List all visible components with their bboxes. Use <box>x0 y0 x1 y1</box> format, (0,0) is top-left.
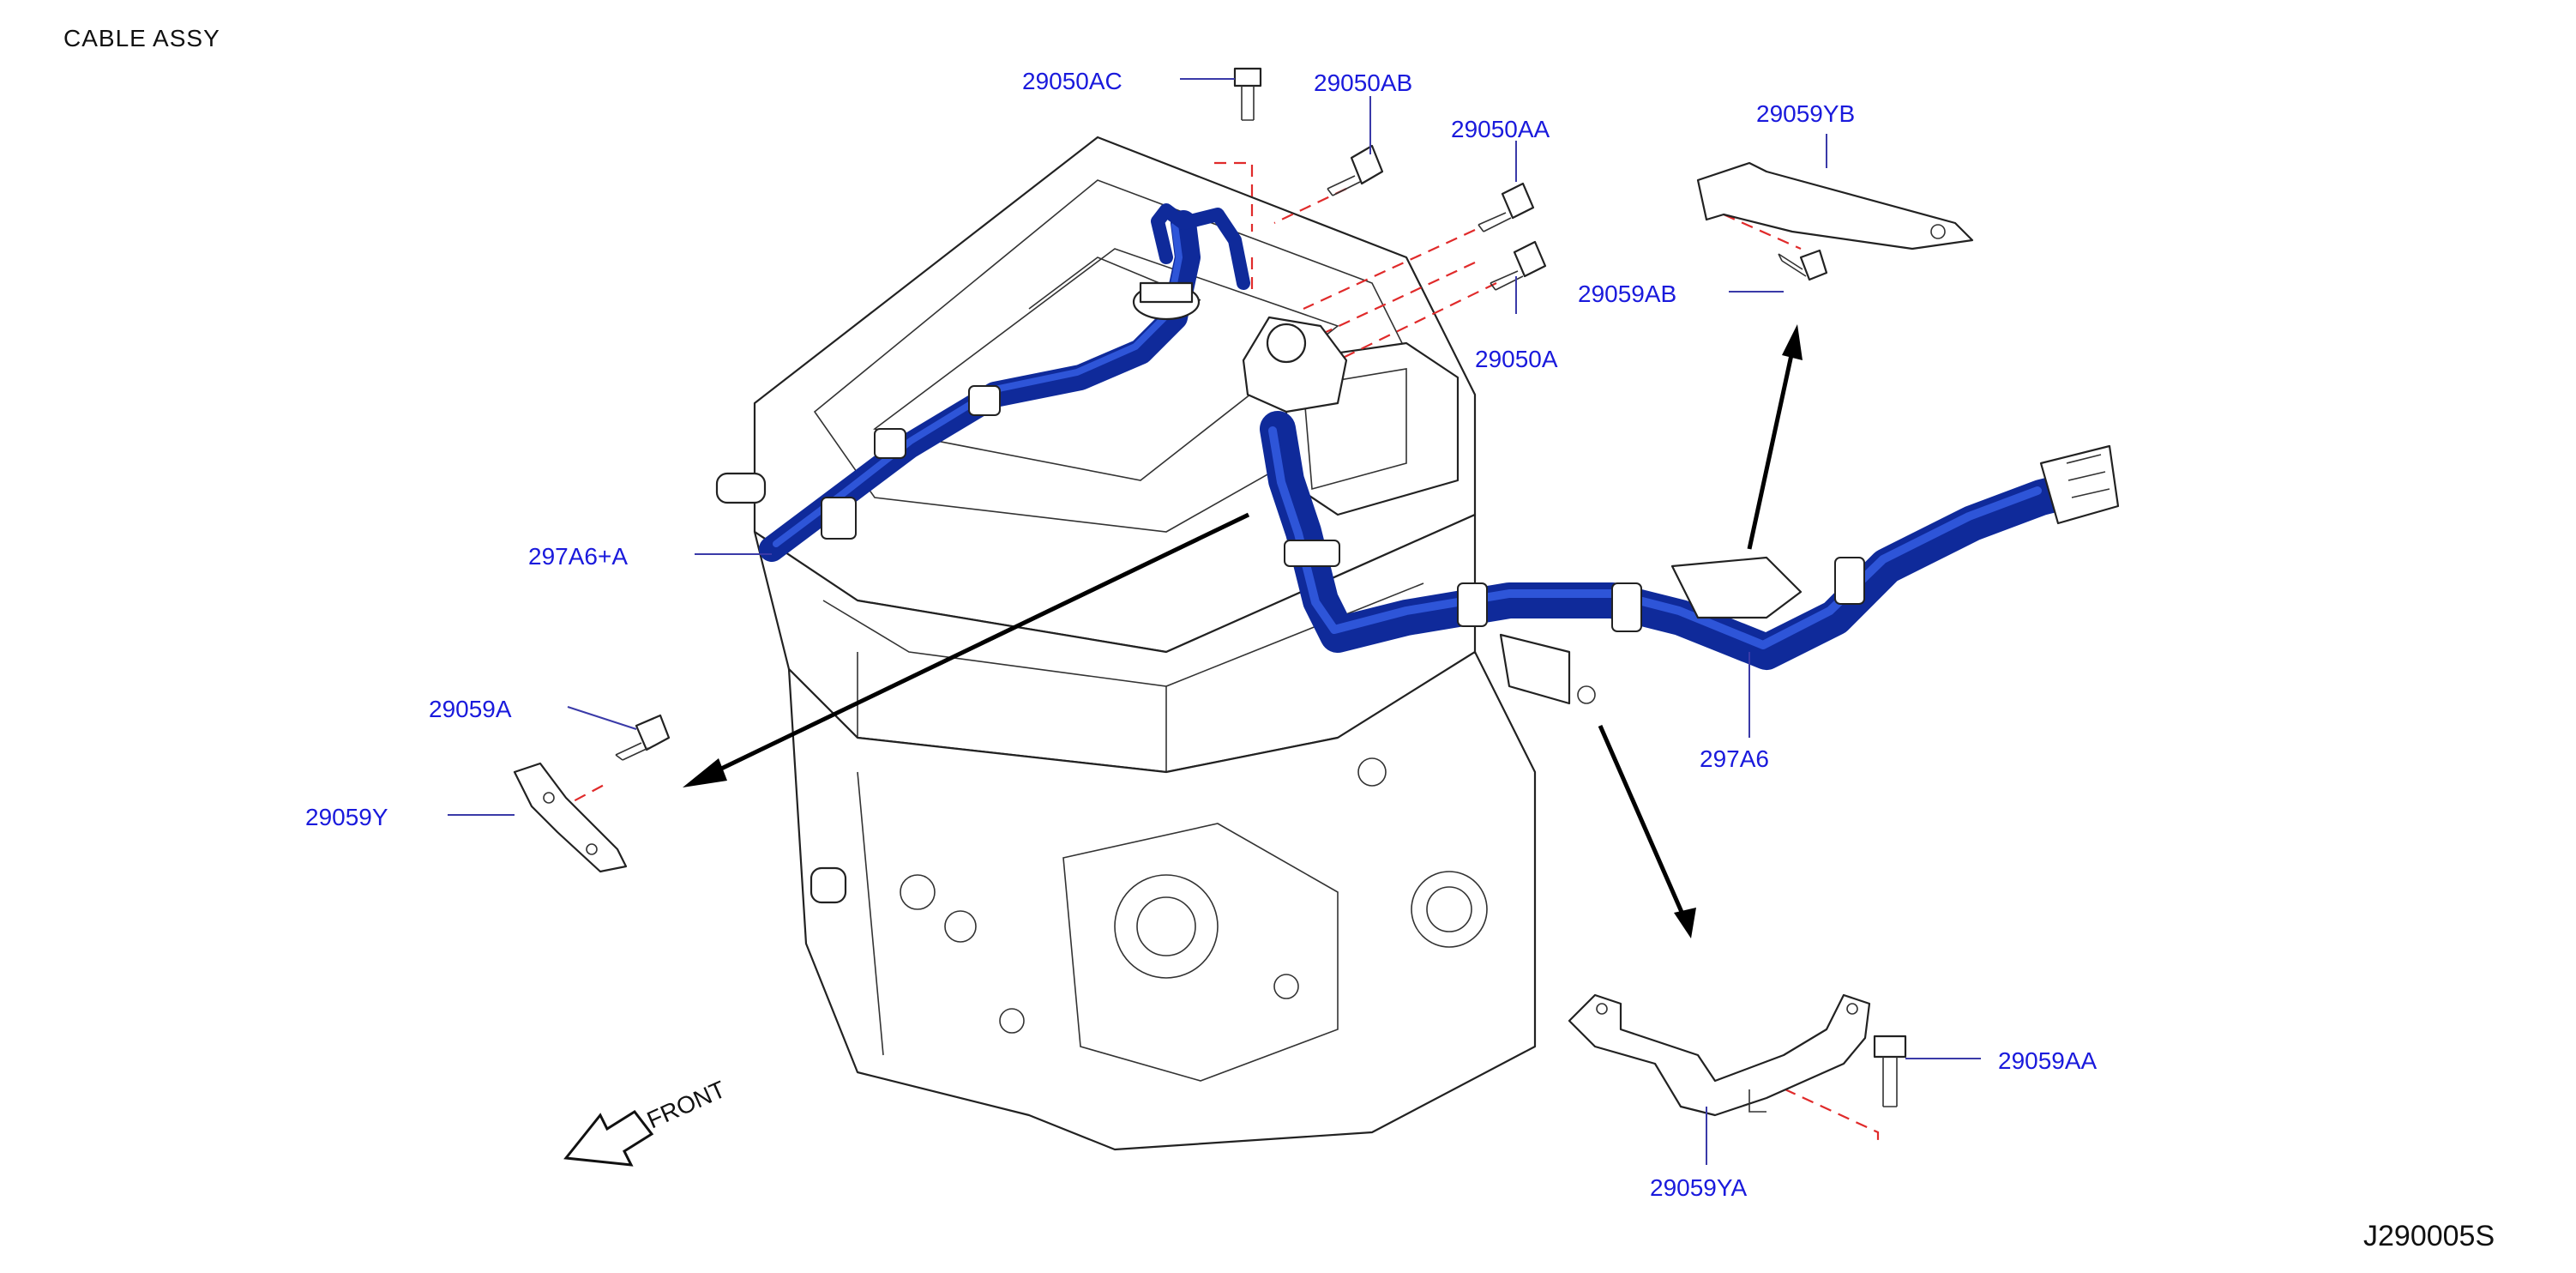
leader-lines <box>448 78 1981 1165</box>
engine-assembly <box>715 136 1537 1151</box>
label-29059y: 29059Y <box>305 804 388 830</box>
bracket-29059yb <box>1696 161 1974 250</box>
label-29050aa: 29050AA <box>1451 116 1550 142</box>
cable-297a6 <box>1242 316 2120 705</box>
bolt-29059aa <box>1873 1035 1907 1107</box>
label-29059yb: 29059YB <box>1756 100 1855 127</box>
diagram-reference: J290005S <box>2363 1220 2495 1252</box>
label-29059a: 29059A <box>429 696 512 722</box>
diagram-title: CABLE ASSY <box>63 25 220 51</box>
direction-arrows <box>683 324 1803 938</box>
bolt-29050a <box>1490 240 1547 291</box>
label-29050ab: 29050AB <box>1314 69 1412 96</box>
bolt-29050aa <box>1478 182 1535 232</box>
label-29050ac: 29050AC <box>1022 68 1122 94</box>
dashed-guides <box>557 161 1880 1146</box>
bracket-29059y <box>513 762 628 873</box>
label-29059aa: 29059AA <box>1998 1047 2098 1074</box>
label-29050a: 29050A <box>1475 346 1558 372</box>
bracket-29059ya <box>1568 993 1871 1117</box>
front-indicator: FRONT <box>563 1076 730 1167</box>
bolt-29059a <box>615 714 671 761</box>
label-297a6: 297A6 <box>1700 745 1769 772</box>
cable-297a6-a <box>759 203 1250 562</box>
front-arrow-icon <box>563 1110 654 1167</box>
label-29059ab: 29059AB <box>1578 281 1676 307</box>
front-label: FRONT <box>643 1076 730 1134</box>
label-29059ya: 29059YA <box>1650 1174 1747 1201</box>
bolt-29050ac <box>1233 67 1262 121</box>
bolt-29059ab <box>1778 249 1828 281</box>
bolt-29050ab <box>1327 144 1384 196</box>
label-297a6-a: 297A6+A <box>528 543 628 570</box>
